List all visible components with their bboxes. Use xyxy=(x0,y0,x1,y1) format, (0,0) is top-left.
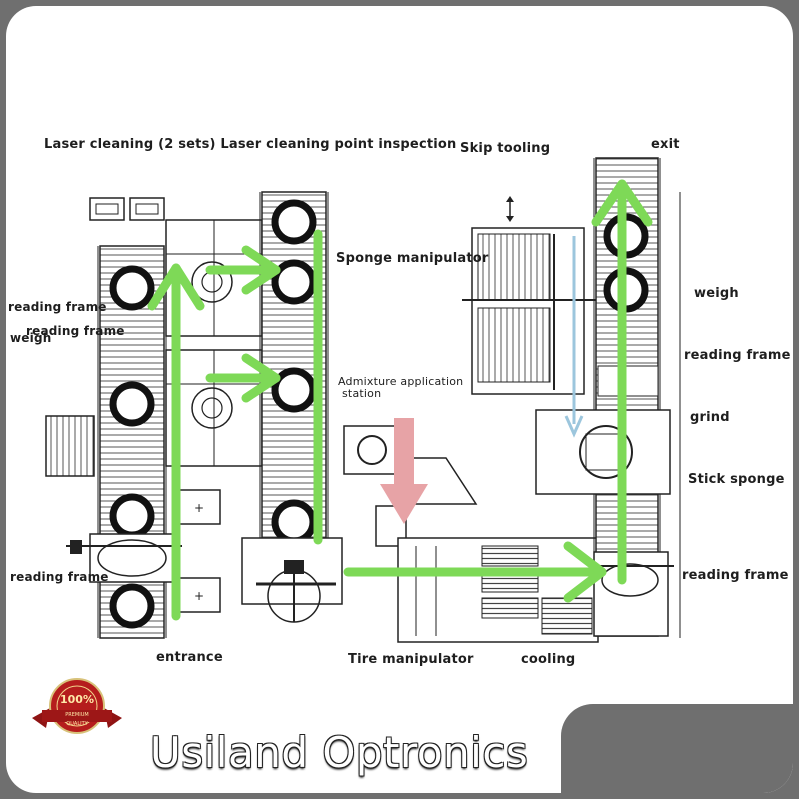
flow-arrow-to-cooling xyxy=(343,541,607,603)
label-reading-frame-right-bottom: reading frame xyxy=(682,568,789,583)
label-reading-frame-left-mid: reading frame xyxy=(26,324,125,338)
laser-cleaning-station-2 xyxy=(165,349,263,467)
label-tire-manipulator: Tire manipulator xyxy=(348,652,474,667)
entrance-control-box-2: + xyxy=(175,577,221,613)
label-stick-sponge: Stick sponge xyxy=(688,472,785,487)
tire-left-1 xyxy=(109,265,155,311)
diagram-card: + + xyxy=(6,6,793,793)
svg-text:+: + xyxy=(194,589,204,603)
tire-left-3 xyxy=(109,493,155,539)
left-top-fixtures xyxy=(89,197,165,221)
label-weigh-left: weigh xyxy=(10,331,52,345)
tire-mid-4 xyxy=(271,499,317,545)
sponge-manipulator-machine xyxy=(462,196,596,395)
tire-manipulator-unit xyxy=(241,537,343,623)
svg-text:+: + xyxy=(194,501,204,515)
label-sponge-manipulator: Sponge manipulator xyxy=(336,251,489,266)
tire-mid-2 xyxy=(271,259,317,305)
label-laser-cleaning: Laser cleaning (2 sets) Laser cleaning p… xyxy=(44,137,457,152)
flow-arrow-to-laser-1 xyxy=(205,245,281,295)
footer-corner-bar xyxy=(561,704,793,793)
admixture-station xyxy=(343,425,478,547)
label-entrance: entrance xyxy=(156,650,223,665)
premium-quality-badge: 100% PREMIUM QUALITY xyxy=(32,678,122,734)
tire-mid-1 xyxy=(271,199,317,245)
tire-mid-3 xyxy=(271,367,317,413)
label-admixture-line2: station xyxy=(342,387,382,400)
brand-watermark: Usiland Optronics xyxy=(150,728,529,777)
badge-line2: QUALITY xyxy=(66,721,88,727)
grind-station xyxy=(535,365,671,495)
flow-arrow-to-laser-2 xyxy=(205,353,281,403)
label-grind: grind xyxy=(690,410,730,425)
admixture-down-arrow xyxy=(380,418,428,524)
label-weigh-right: weigh xyxy=(694,286,739,301)
label-exit: exit xyxy=(651,137,680,152)
sponge-down-arrow xyxy=(564,236,584,438)
flow-arrow-exit-up xyxy=(591,179,653,585)
badge-line1: PREMIUM xyxy=(65,712,88,718)
entrance-control-box-1: + xyxy=(175,489,221,525)
label-reading-frame-left-bottom: reading frame xyxy=(10,570,109,584)
production-line-diagram: + + xyxy=(32,157,681,734)
flow-arrows xyxy=(147,179,653,621)
tire-left-2 xyxy=(109,381,155,427)
tire-left-4 xyxy=(109,583,155,629)
right-reading-frame-unit xyxy=(588,551,674,637)
left-reading-frame-unit xyxy=(66,533,182,583)
label-skip-tooling: Skip tooling xyxy=(460,141,551,156)
cooling-section xyxy=(397,537,599,643)
label-reading-frame-left-top: reading frame xyxy=(8,300,107,314)
flow-arrow-entrance-up xyxy=(147,263,205,621)
label-reading-frame-right-top: reading frame xyxy=(684,348,791,363)
label-cooling: cooling xyxy=(521,652,576,667)
label-admixture-line1: Admixture application xyxy=(338,375,464,388)
badge-percent: 100% xyxy=(60,693,94,706)
left-side-rack xyxy=(45,415,95,477)
